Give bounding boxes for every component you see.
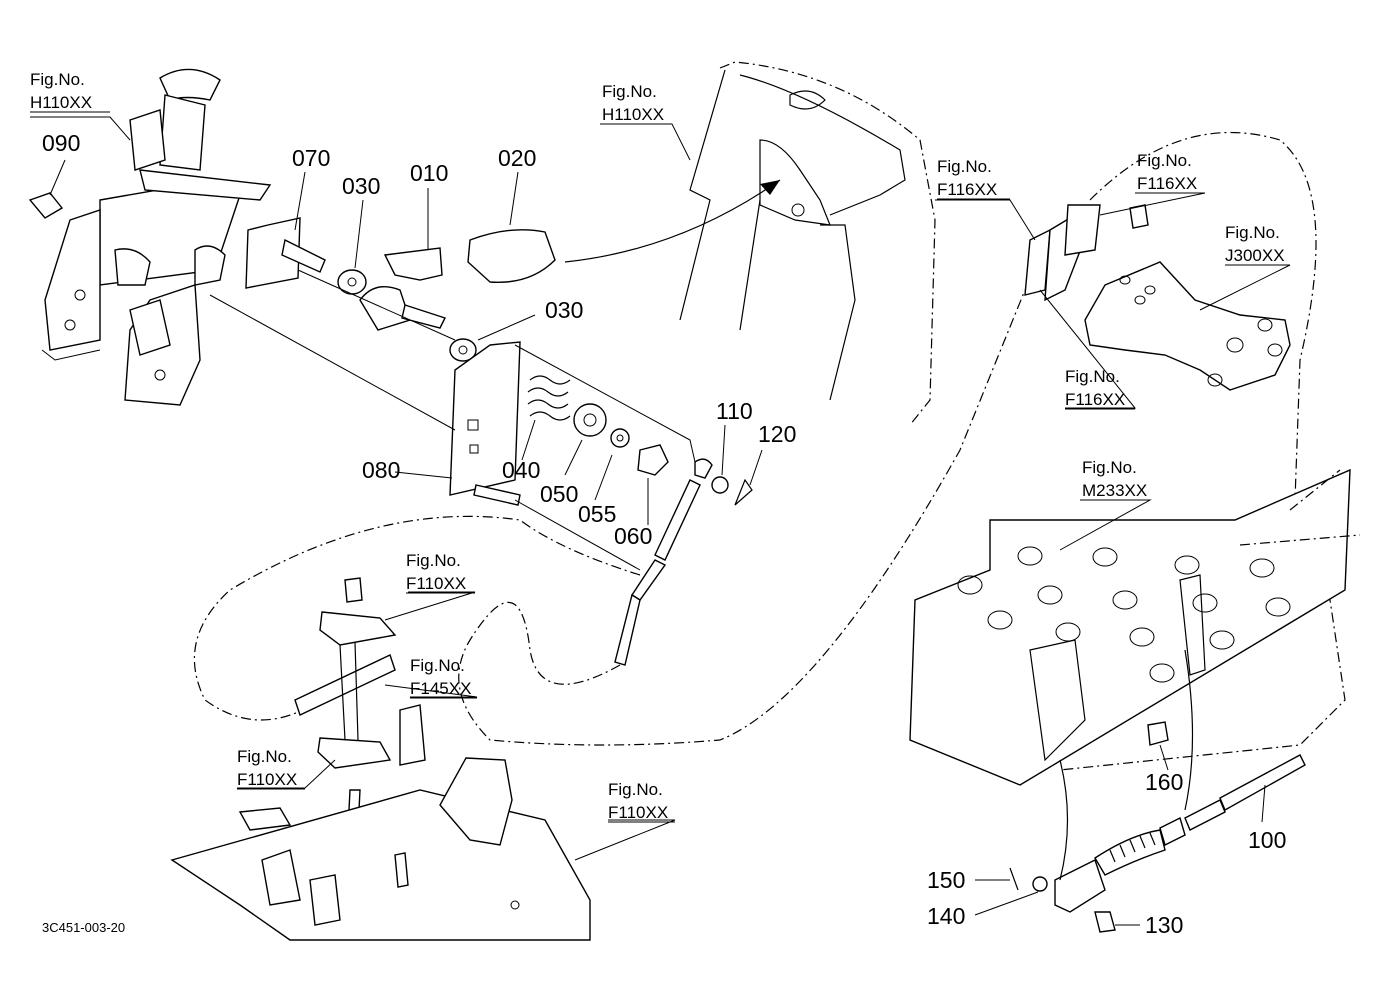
part-label-150: 150 bbox=[927, 867, 965, 893]
part-number-labels: 090 070 030 010 020 030 080 040 050 055 … bbox=[42, 130, 1286, 938]
figure-reference-underlines bbox=[30, 111, 1290, 823]
fig-ref-m233: M233XX bbox=[1082, 481, 1147, 500]
part-label-055: 055 bbox=[578, 501, 616, 527]
floor-panel-top bbox=[679, 61, 936, 426]
fig-prefix-f110-c: Fig.No. bbox=[608, 780, 663, 799]
cable-rod-linkage bbox=[1009, 649, 1306, 933]
fig-prefix-h110-top: Fig.No. bbox=[602, 82, 657, 101]
fig-ref-f110-a: F110XX bbox=[406, 574, 466, 593]
part-label-130: 130 bbox=[1145, 912, 1183, 938]
fig-prefix-m233: Fig.No. bbox=[1082, 458, 1137, 477]
fig-prefix-f116-a: Fig.No. bbox=[937, 157, 992, 176]
fig-ref-f116-a: F116XX bbox=[937, 180, 997, 199]
fig-ref-f145: F145XX bbox=[410, 679, 471, 698]
floor-plate-assembly bbox=[909, 468, 1361, 786]
exploded-pedal-parts bbox=[209, 179, 781, 666]
fig-prefix-f116-b: Fig.No. bbox=[1137, 151, 1192, 170]
lower-bracket-assembly bbox=[170, 577, 591, 941]
part-label-090: 090 bbox=[42, 130, 80, 156]
fig-prefix-f116-c: Fig.No. bbox=[1065, 367, 1120, 386]
fig-ref-f110-c: F110XX bbox=[608, 803, 668, 822]
pedal-bracket-assembly bbox=[28, 68, 272, 406]
part-label-080: 080 bbox=[362, 457, 400, 483]
part-label-050: 050 bbox=[540, 481, 578, 507]
part-label-070: 070 bbox=[292, 145, 330, 171]
part-label-120: 120 bbox=[758, 421, 796, 447]
valve-assembly bbox=[1024, 131, 1346, 771]
fig-prefix-h110-left: Fig.No. bbox=[30, 70, 85, 89]
cable-routes bbox=[193, 289, 1026, 746]
fig-prefix-f145: Fig.No. bbox=[410, 656, 465, 675]
fig-ref-h110-left: H110XX bbox=[30, 93, 92, 112]
part-label-010: 010 bbox=[410, 160, 448, 186]
document-code: 3C451-003-20 bbox=[42, 920, 125, 935]
fig-ref-j300: J300XX bbox=[1225, 246, 1285, 265]
floor-plate-holes bbox=[957, 546, 1291, 683]
part-label-060: 060 bbox=[614, 523, 652, 549]
part-label-160: 160 bbox=[1145, 769, 1183, 795]
fig-prefix-j300: Fig.No. bbox=[1225, 223, 1280, 242]
leader-lines bbox=[30, 116, 1291, 926]
part-label-030b: 030 bbox=[545, 297, 583, 323]
part-label-040: 040 bbox=[502, 457, 540, 483]
figure-reference-labels: Fig.No. H110XX Fig.No. H110XX Fig.No. F1… bbox=[30, 70, 1285, 822]
fig-prefix-f110-b: Fig.No. bbox=[237, 747, 292, 766]
part-label-110: 110 bbox=[716, 398, 753, 424]
fig-prefix-f110-a: Fig.No. bbox=[406, 551, 461, 570]
part-label-030a: 030 bbox=[342, 173, 380, 199]
fig-ref-f116-c: F116XX bbox=[1065, 390, 1125, 409]
part-label-020: 020 bbox=[498, 145, 536, 171]
fig-ref-f116-b: F116XX bbox=[1137, 174, 1197, 193]
fig-ref-f110-b: F110XX bbox=[237, 770, 297, 789]
part-label-100: 100 bbox=[1248, 827, 1286, 853]
part-label-140: 140 bbox=[927, 903, 965, 929]
fig-ref-h110-top: H110XX bbox=[602, 105, 664, 124]
